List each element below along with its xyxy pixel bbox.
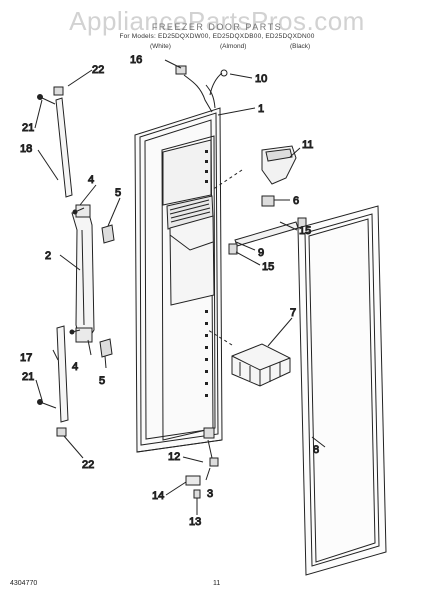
callout-12: 12 [168,451,180,463]
door-handle-assembly [71,204,95,343]
callouts: 1 2 3 4 4 5 5 6 7 8 9 10 11 12 13 14 15 … [20,54,320,529]
wire-harness [175,65,228,113]
callout-6: 6 [293,195,299,207]
callout-1: 1 [258,103,264,115]
callout-21a: 21 [22,122,34,134]
callout-14: 14 [152,490,164,502]
shelf-support-rail [228,217,307,255]
document-number: 4304770 [10,580,38,587]
door-bin [231,343,291,387]
page-number: 11 [213,580,221,587]
callout-4b: 4 [72,361,78,373]
spring-clip [261,195,275,207]
callout-18: 18 [20,143,32,155]
callout-5b: 5 [99,375,105,387]
callout-3: 3 [207,488,213,500]
callout-22a: 22 [92,64,104,76]
watermark: AppliancePartsPros.com [69,6,365,36]
callout-9: 9 [258,247,264,259]
hinge-brackets [99,224,115,358]
callout-5a: 5 [115,187,121,199]
variant-black: (Black) [290,43,311,50]
callout-17: 17 [20,352,32,364]
callout-22b: 22 [82,459,94,471]
door-gasket [297,205,387,576]
model-list: For Models: ED25DQXDW00, ED25DQXDB00, ED… [119,33,315,40]
callout-16: 16 [130,54,142,66]
callout-15a: 15 [299,225,311,237]
variant-almond: (Almond) [220,43,247,50]
callout-21b: 21 [22,371,34,383]
hinge-screws [69,207,85,335]
door-panel [134,107,223,453]
callout-4a: 4 [88,174,94,186]
callout-15b: 15 [262,261,274,273]
leader-lines [34,59,326,515]
callout-13: 13 [189,516,201,528]
callout-2: 2 [45,250,51,262]
callout-7: 7 [290,307,296,319]
ice-chute-cover [261,145,297,185]
door-trim-strip-lower [37,325,69,437]
dashed-guide-lines [207,169,243,346]
callout-8: 8 [313,444,319,456]
callout-11: 11 [302,139,313,151]
lower-hinge-parts [185,427,219,510]
door-trim-strip-upper [37,86,73,198]
callout-10: 10 [255,73,267,85]
variant-white: (White) [150,43,171,50]
diagram-title: FREEZER DOOR PARTS [151,22,283,32]
